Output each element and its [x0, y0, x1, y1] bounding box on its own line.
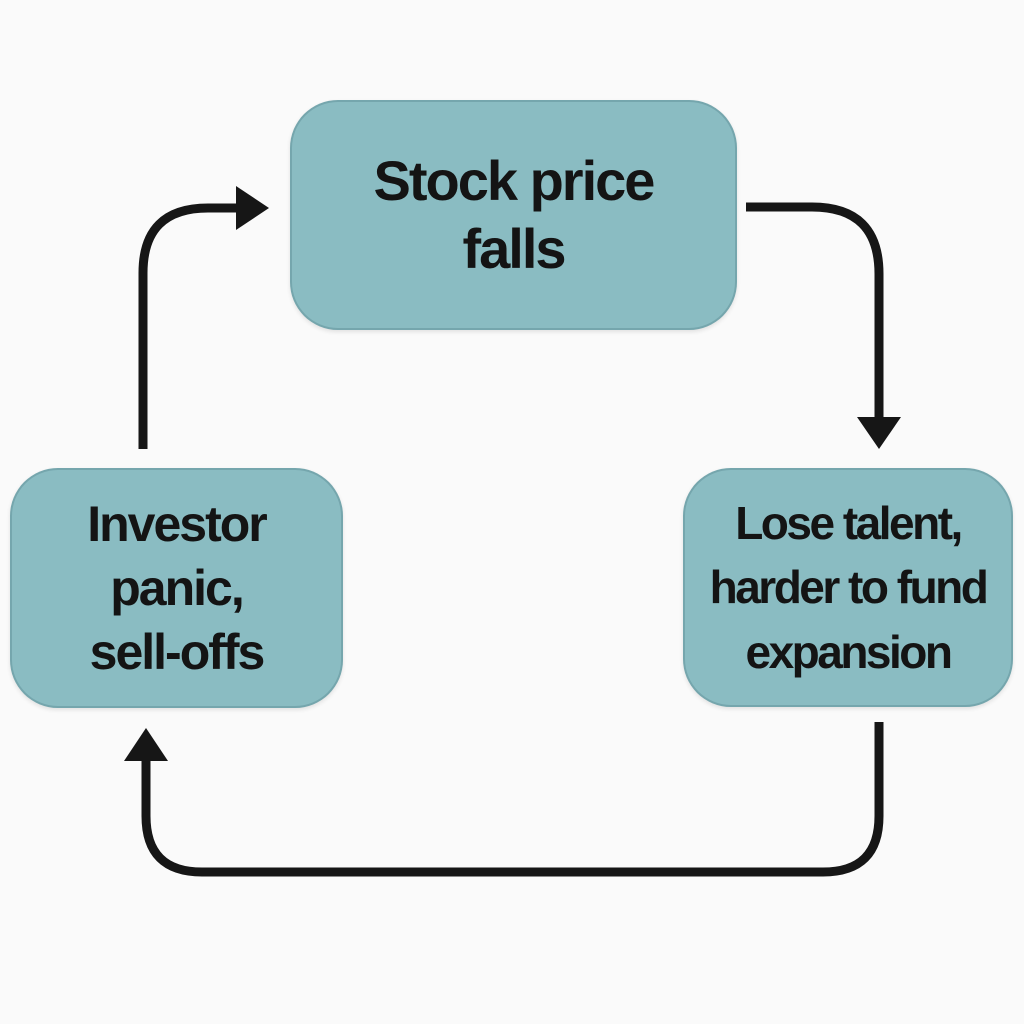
- node-lose-talent-label: Lose talent, harder to fund expansion: [709, 496, 989, 678]
- edge-stock-to-talent-line: [746, 202, 884, 419]
- node-stock-price-falls: Stock price falls: [290, 100, 737, 330]
- edge-stock-to-talent-arrow: [746, 202, 901, 449]
- node-investor-panic: Investor panic, sell-offs: [10, 468, 343, 708]
- node-stock-price-falls-label: Stock price falls: [373, 149, 656, 280]
- edge-talent-to-panic-arrow: [124, 722, 884, 877]
- edge-talent-to-panic-arrowhead-icon: [124, 728, 168, 761]
- edge-panic-to-stock-arrowhead-icon: [236, 186, 269, 230]
- edge-talent-to-panic-line: [141, 722, 884, 877]
- node-lose-talent: Lose talent, harder to fund expansion: [683, 468, 1013, 707]
- edge-panic-to-stock-line: [138, 203, 238, 449]
- edge-stock-to-talent-arrowhead-icon: [857, 417, 901, 449]
- node-investor-panic-label: Investor panic, sell-offs: [87, 496, 268, 680]
- edge-panic-to-stock-arrow: [138, 186, 269, 449]
